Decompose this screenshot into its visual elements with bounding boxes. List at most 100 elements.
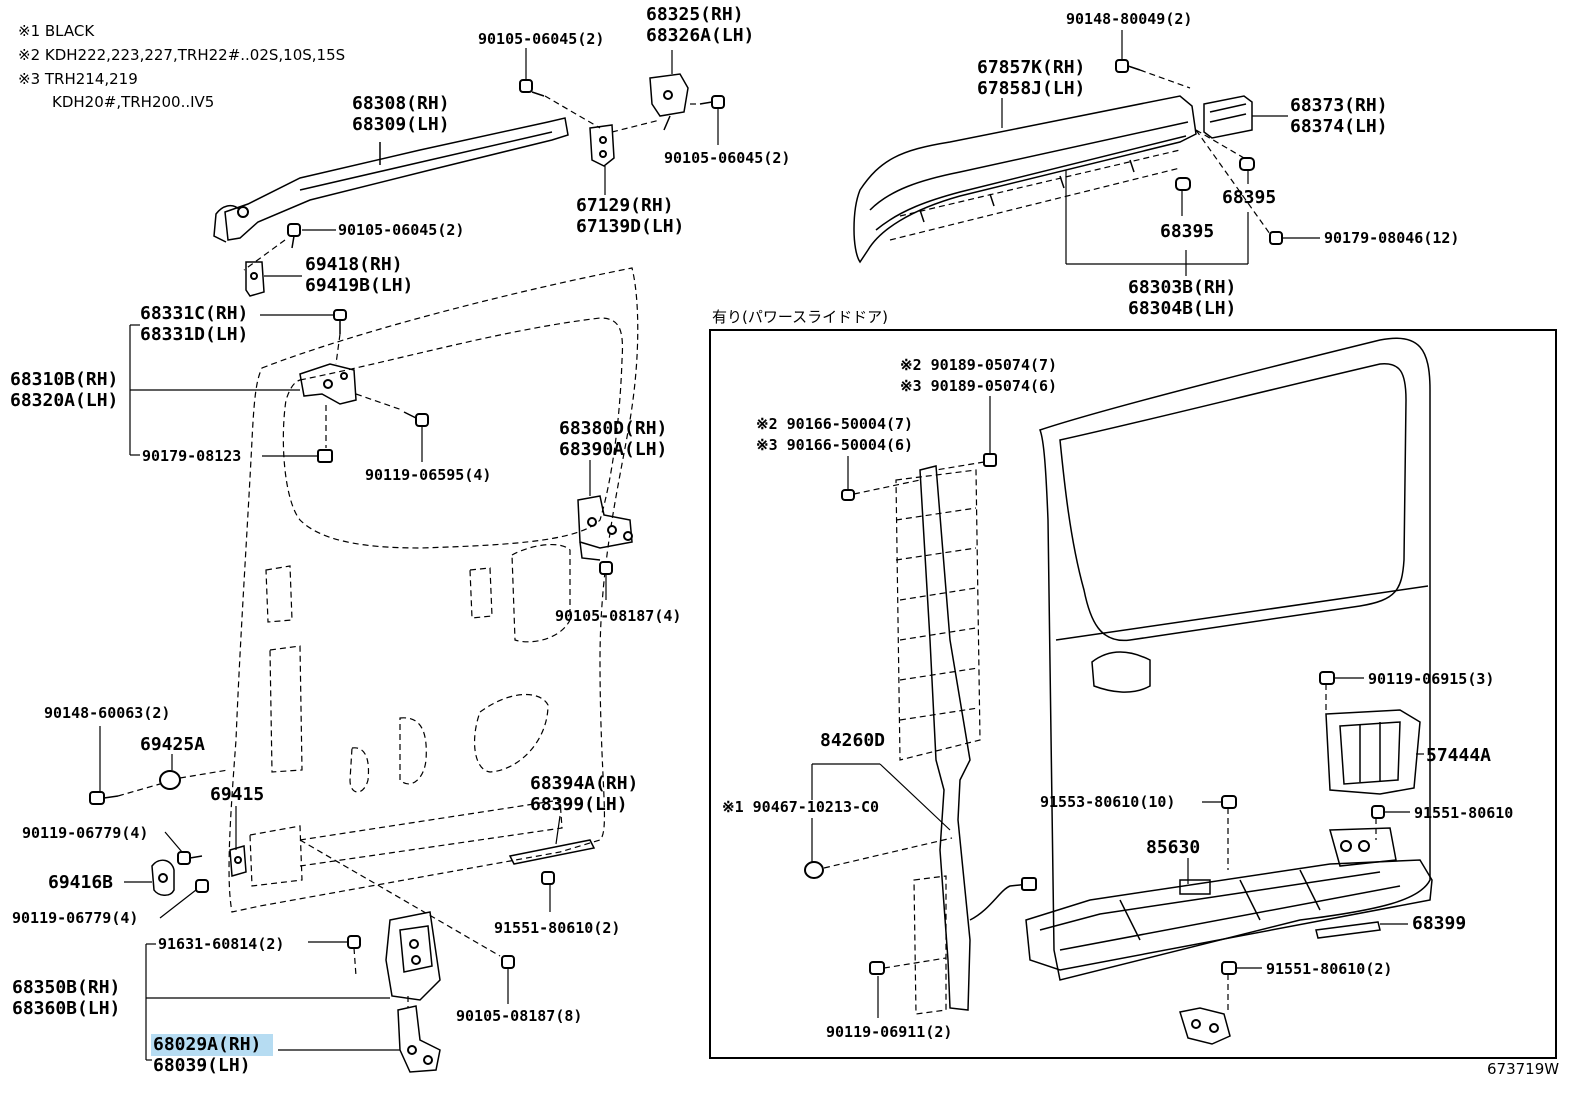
bolt-icon: [599, 561, 613, 575]
bolt-icon: [1221, 795, 1237, 809]
note-2: ※2 KDH222,223,227,TRH22#..02S,10S,15S: [18, 46, 345, 64]
label-68325: 68325(RH): [646, 4, 744, 25]
nut-icon: [1175, 177, 1191, 191]
highlight-68029a: [151, 1034, 273, 1056]
label-68374: 68374(LH): [1290, 116, 1388, 137]
label-69419b: 69419B(LH): [305, 275, 413, 296]
label-90189-05074-7: ※2 90189-05074(7): [900, 356, 1057, 374]
nut-icon: [1239, 157, 1255, 171]
label-90166-50004-6: ※3 90166-50004(6): [756, 436, 913, 454]
label-90105-06045-b: 90105-06045(2): [338, 221, 464, 239]
nut-icon: [317, 449, 333, 463]
label-68350b: 68350B(RH): [12, 977, 120, 998]
harness-cable: [969, 883, 1031, 921]
label-90119-06595: 90119-06595(4): [365, 466, 491, 484]
note-1: ※1 BLACK: [18, 22, 95, 40]
label-91553-80610: 91553-80610(10): [1040, 793, 1175, 811]
label-84260d: 84260D: [820, 730, 885, 751]
bolt-icon: [347, 935, 361, 949]
clip-icon: [89, 791, 119, 805]
bolt-icon: [541, 871, 555, 885]
bracket-57444a-drawing: [1325, 709, 1421, 795]
guide-67129-drawing: [589, 124, 615, 167]
connector-icon: [1021, 877, 1037, 891]
label-90119-06779-b: 90119-06779(4): [12, 909, 138, 927]
bar-68394a-drawing: [508, 839, 596, 865]
label-90148-80049: 90148-80049(2): [1066, 10, 1192, 28]
label-90179-08046: 90179-08046(12): [1324, 229, 1459, 247]
label-67139d: 67139D(LH): [576, 216, 684, 237]
label-68303b: 68303B(RH): [1128, 277, 1236, 298]
label-68039: 68039(LH): [153, 1055, 251, 1076]
hinge-68310b-drawing: [299, 363, 357, 405]
door-panel-drawing: [228, 267, 639, 913]
label-68399: 68399: [1412, 913, 1466, 934]
grommet-icon: [159, 770, 181, 790]
label-68394a: 68394A(RH): [530, 773, 638, 794]
bolt-icon: [1269, 231, 1283, 245]
label-67858j: 67858J(LH): [977, 78, 1085, 99]
label-90179-08123: 90179-08123: [142, 447, 241, 465]
bolt-icon: [177, 851, 203, 865]
label-90105-06045-a: 90105-06045(2): [478, 30, 604, 48]
label-68320a: 68320A(LH): [10, 390, 118, 411]
label-68395-b: 68395: [1160, 221, 1214, 242]
label-90166-50004-7: ※2 90166-50004(7): [756, 415, 913, 433]
diagram-code: 673719W: [1487, 1060, 1559, 1078]
label-68373: 68373(RH): [1290, 95, 1388, 116]
roller-68029a-drawing: [397, 1005, 441, 1073]
label-68380d: 68380D(RH): [559, 418, 667, 439]
label-67129: 67129(RH): [576, 195, 674, 216]
bolt-icon: [869, 961, 885, 975]
roller-68380d-drawing: [577, 495, 633, 561]
label-90105-08187-b: 90105-08187(8): [456, 1007, 582, 1025]
label-91631-60814: 91631-60814(2): [158, 935, 284, 953]
striker-69415-drawing: [229, 845, 247, 877]
label-68399-lh: 68399(LH): [530, 794, 628, 815]
unit-85630-drawing: [1025, 827, 1433, 971]
bolt-icon: [403, 411, 429, 427]
bolt-icon: [195, 879, 209, 893]
label-90105-06045-c: 90105-06045(2): [664, 149, 790, 167]
label-67857k: 67857K(RH): [977, 57, 1085, 78]
label-91551-80610-b: 91551-80610: [1414, 804, 1513, 822]
label-69415: 69415: [210, 784, 264, 805]
label-68029a[interactable]: 68029A(RH): [153, 1034, 261, 1055]
label-68395-a: 68395: [1222, 187, 1276, 208]
bolt-icon: [1319, 671, 1335, 685]
bolt-icon: [287, 223, 301, 249]
label-68390a: 68390A(LH): [559, 439, 667, 460]
bolt-icon: [1371, 805, 1385, 819]
power-door-drawing: [1039, 337, 1431, 981]
cover-68373-drawing: [1203, 95, 1253, 139]
label-90119-06915: 90119-06915(3): [1368, 670, 1494, 688]
label-90189-05074-6: ※3 90189-05074(6): [900, 377, 1057, 395]
bar-68399-drawing: [1315, 921, 1381, 939]
inset-caption: 有り(パワースライドドア): [712, 308, 888, 326]
bolt-icon: [841, 489, 855, 501]
label-57444a: 57444A: [1426, 745, 1491, 766]
bolt-icon: [1221, 961, 1237, 975]
hinge-68350b-drawing: [385, 911, 441, 1001]
label-90119-06779-a: 90119-06779(4): [22, 824, 148, 842]
label-68308: 68308(RH): [352, 93, 450, 114]
upper-rail-drawing: [213, 117, 569, 243]
label-68310b: 68310B(RH): [10, 369, 118, 390]
label-68331c: 68331C(RH): [140, 303, 248, 324]
label-68360b: 68360B(LH): [12, 998, 120, 1019]
label-69418: 69418(RH): [305, 254, 403, 275]
clip-icon: [804, 861, 824, 879]
clip-icon: [1115, 59, 1141, 73]
label-91551-80610-c: 91551-80610(2): [1266, 960, 1392, 978]
garnish-84260d-drawing: [895, 465, 981, 1015]
inset-frame: [709, 329, 1557, 1059]
bracket-69418-drawing: [245, 261, 265, 297]
nut-icon: [983, 453, 997, 467]
label-68309: 68309(LH): [352, 114, 450, 135]
roller-68325-drawing: [649, 73, 689, 131]
note-3b: KDH20#,TRH200..IV5: [52, 93, 214, 111]
label-91551-80610-a: 91551-80610(2): [494, 919, 620, 937]
roller-bracket-drawing: [1179, 1007, 1231, 1045]
